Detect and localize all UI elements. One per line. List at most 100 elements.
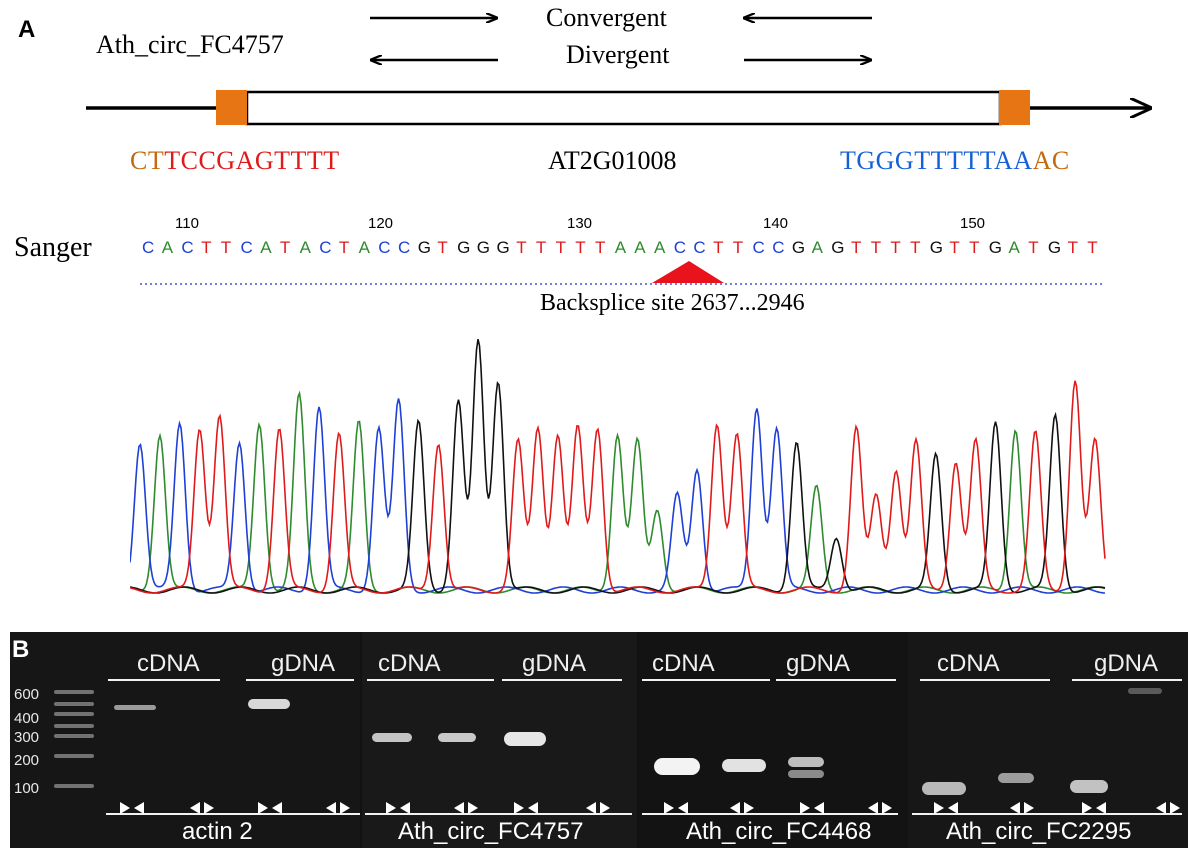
basecall-letter: G <box>418 238 431 257</box>
convergent-primer-icon <box>678 802 688 814</box>
junction-sequence-left: CTTCCGAGTTTT <box>130 146 340 176</box>
gel-fc4468: cDNA gDNA Ath_circ_FC4468 <box>639 632 906 848</box>
basecall-letter: T <box>221 238 231 257</box>
basecall-letter: C <box>753 238 765 257</box>
gel-band <box>788 770 824 778</box>
divergent-primer-icon <box>340 802 350 814</box>
basecall-letter: A <box>1009 238 1021 257</box>
convergent-primer-icon <box>948 802 958 814</box>
basecall-letter: A <box>260 238 272 257</box>
basecall-letter: T <box>339 238 349 257</box>
backsplice-marker <box>140 261 1104 285</box>
convergent-label: Convergent <box>546 3 667 32</box>
panel-b-label: B <box>12 636 30 663</box>
basecall-letter: G <box>831 238 844 257</box>
basecall-letter: T <box>516 238 526 257</box>
gel-band <box>788 757 824 767</box>
basecall-letter: A <box>812 238 824 257</box>
basecall-letter: T <box>1028 238 1038 257</box>
ladder-band <box>54 712 94 716</box>
basecall-letter: T <box>949 238 959 257</box>
basecall-letter: A <box>162 238 174 257</box>
basecall-letter: T <box>851 238 861 257</box>
divergent-primer-icon <box>882 802 892 814</box>
convergent-primer-icon <box>400 802 410 814</box>
ladder-band <box>54 734 94 738</box>
convergent-primer-icon <box>134 802 144 814</box>
divergent-primer-icon <box>326 802 336 814</box>
basecall-letter: A <box>300 238 312 257</box>
basecall-letter: G <box>497 238 510 257</box>
gene-name: AT2G01008 <box>548 146 677 175</box>
gene-structure-diagram <box>86 0 1200 126</box>
divergent-primer-icon <box>868 802 878 814</box>
gel-band <box>372 733 412 742</box>
divergent-primer-icon <box>204 802 214 814</box>
basecall-letter: G <box>1048 238 1061 257</box>
convergent-primer-icon <box>934 802 944 814</box>
divergent-primer-icon <box>1010 802 1020 814</box>
basecall-letter: T <box>575 238 585 257</box>
basecall-letter: C <box>241 238 253 257</box>
gel-band <box>654 758 700 775</box>
basecall-letter: C <box>772 238 784 257</box>
ladder-band <box>54 702 94 706</box>
gel-band <box>1128 688 1162 694</box>
basecall-letter: G <box>792 238 805 257</box>
convergent-primer-icon <box>664 802 674 814</box>
intron-box <box>245 90 1002 126</box>
basecall-letter: T <box>733 238 743 257</box>
basecall-letter: T <box>969 238 979 257</box>
gel-actin2: cDNA gDNA actin 2 <box>10 632 360 848</box>
position-140: 140 <box>763 215 789 232</box>
gdna-header: gDNA <box>786 650 851 677</box>
convergent-primer-icon <box>120 802 130 814</box>
basecall-letter: T <box>595 238 605 257</box>
position-110: 110 <box>175 215 199 232</box>
trace-T <box>130 380 1106 594</box>
divergent-label: Divergent <box>566 40 670 69</box>
cdna-header: cDNA <box>378 650 441 677</box>
basecall-letter: C <box>181 238 193 257</box>
convergent-primer-icon <box>272 802 282 814</box>
seq-left-red: TCCGAGTTTT <box>164 146 340 175</box>
ladder-band <box>54 724 94 728</box>
ladder-label-100: 100 <box>14 780 40 797</box>
position-120: 120 <box>368 215 394 232</box>
circrna-name: Ath_circ_FC4757 <box>96 30 284 59</box>
convergent-primer-icon <box>1082 802 1092 814</box>
backsplice-label: Backsplice site 2637...2946 <box>540 290 805 316</box>
basecall-letter: C <box>142 238 154 257</box>
basecall-letter: G <box>457 238 470 257</box>
position-150: 150 <box>960 215 986 232</box>
convergent-primer-icon <box>814 802 824 814</box>
cdna-header: cDNA <box>137 650 200 677</box>
ladder-band <box>54 690 94 694</box>
basecall-letter: C <box>398 238 410 257</box>
convergent-primer-icon <box>514 802 524 814</box>
divergent-primer-icon <box>190 802 200 814</box>
divergent-primer-icon <box>586 802 596 814</box>
gel-band <box>722 759 766 772</box>
divergent-primer-icon <box>600 802 610 814</box>
gel-bands-overlay <box>54 679 1182 815</box>
basecall-letter: T <box>910 238 920 257</box>
panel-a-label: A <box>18 16 36 43</box>
divergent-primer-icon <box>744 802 754 814</box>
ladder-band <box>54 784 94 788</box>
basecall-letter: A <box>654 238 666 257</box>
sanger-label: Sanger <box>14 232 92 263</box>
basecall-letter: T <box>713 238 723 257</box>
gel-label-actin2: actin 2 <box>182 818 253 845</box>
divergent-primer-icon <box>1170 802 1180 814</box>
ladder-label-300: 300 <box>14 729 40 746</box>
junction-sequence-right: TGGGTTTTTAAAC <box>840 146 1070 176</box>
convergent-primer-icon <box>258 802 268 814</box>
basecall-letter: T <box>201 238 211 257</box>
basecall-letter: T <box>871 238 881 257</box>
divergent-primer-icon <box>454 802 464 814</box>
basecall-letter: C <box>378 238 390 257</box>
gel-label-fc4468: Ath_circ_FC4468 <box>686 818 872 845</box>
cdna-header: cDNA <box>937 650 1000 677</box>
